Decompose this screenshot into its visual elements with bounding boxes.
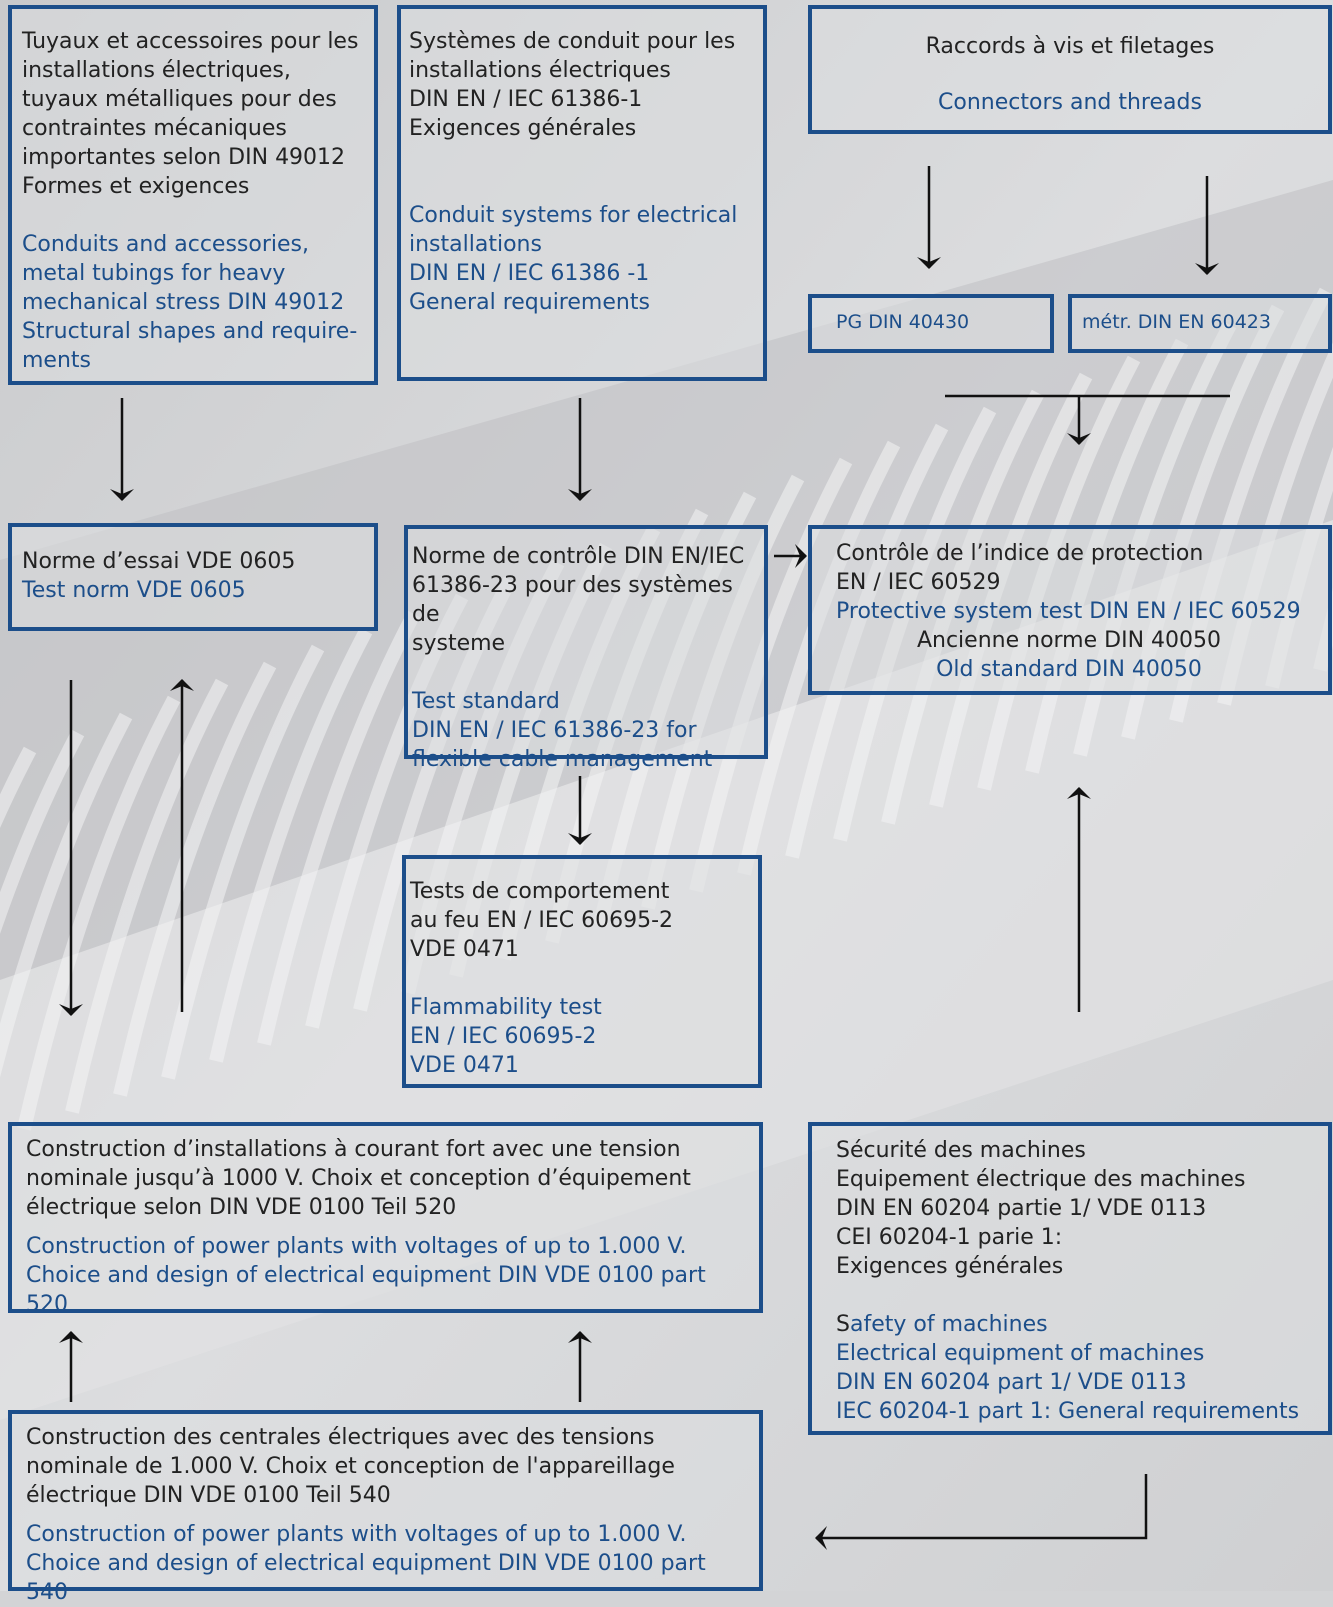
test-norm-english-text: Test norm VDE 0605 [22, 578, 246, 603]
box-tubes-din49012: Tuyaux et accessoires pour les installat… [8, 5, 378, 385]
box-power-plants-540: Construction des centrales électriques a… [8, 1410, 763, 1605]
power520-french-text: Construction d’installations à courant f… [26, 1137, 691, 1220]
test-standard-english-text: Test standard DIN EN / IEC 61386-23 for … [412, 689, 713, 772]
protection-old-english: Old standard DIN 40050 [936, 657, 1202, 682]
connectors-french-text: Raccords à vis et filetages [925, 34, 1215, 59]
box-metric-din60423: métr. DIN EN 60423 [1068, 294, 1332, 353]
test-standard-french-text: Norme de contrôle DIN EN/IEC 61386-23 po… [412, 544, 745, 656]
conduit-rib [257, 610, 421, 1046]
tubes-french-text: Tuyaux et accessoires pour les installat… [22, 29, 359, 199]
power540-english-text: Construction of power plants with voltag… [26, 1522, 706, 1605]
conduit-rib [0, 712, 133, 1078]
protection-french-text: Contrôle de l’indice de protection EN / … [836, 541, 1204, 595]
fire-english-text: Flammability test EN / IEC 60695-2 VDE 0… [410, 995, 602, 1078]
conduit-rib [0, 729, 85, 934]
box-test-standard-61386-23: Norme de contrôle DIN EN/IEC 61386-23 po… [404, 525, 768, 772]
conduit-rib [65, 678, 229, 1114]
fire-french-text: Tests de comportement au feu EN / IEC 60… [410, 879, 674, 962]
conduit-rib [0, 746, 37, 829]
power520-english-text: Construction of power plants with voltag… [26, 1234, 706, 1317]
arrow-machines-to-power540 [815, 1474, 1148, 1550]
tubes-english-text: Conduits and accessories, metal tubings … [22, 232, 358, 373]
box-protection-60529: Contrôle de l’indice de protection EN / … [808, 525, 1332, 695]
box-conduit-61386-1: Systèmes de conduit pour les installatio… [397, 5, 767, 381]
connectors-english-text: Connectors and threads [938, 90, 1202, 115]
box-power-plants-520: Construction d’installations à courant f… [8, 1122, 763, 1317]
conduit-english-text: Conduit systems for electrical installat… [409, 203, 738, 315]
machines-english-rest: afety of machines Electrical equipment o… [836, 1312, 1300, 1424]
conduit-rib [113, 661, 277, 1097]
metric-label: métr. DIN EN 60423 [1082, 311, 1271, 333]
conduit-rib [17, 695, 181, 1131]
conduit-rib [161, 644, 325, 1080]
test-norm-french-text: Norme d’essai VDE 0605 [22, 549, 296, 574]
conduit-french-text: Systèmes de conduit pour les installatio… [409, 29, 736, 141]
box-connectors-threads: Raccords à vis et filetages Connectors a… [808, 5, 1332, 134]
protection-english-text: Protective system test DIN EN / IEC 6052… [836, 599, 1301, 624]
protection-old-french: Ancienne norme DIN 40050 [916, 628, 1222, 653]
power540-french-text: Construction des centrales électriques a… [26, 1425, 675, 1508]
box-test-norm-vde0605: Norme d’essai VDE 0605 Test norm VDE 060… [8, 523, 378, 631]
conduit-rib [209, 627, 373, 1063]
box-fire-test-60695-2: Tests de comportement au feu EN / IEC 60… [402, 855, 762, 1088]
machines-english-first-letter: S [836, 1312, 850, 1337]
pg-label: PG DIN 40430 [836, 311, 970, 333]
box-pg-din40430: PG DIN 40430 [808, 294, 1054, 353]
box-machine-safety-60204: Sécurité des machines Equipement électri… [808, 1122, 1332, 1435]
machines-english-text: Safety of machines Electrical equipment … [836, 1310, 1328, 1426]
machines-french-text: Sécurité des machines Equipement électri… [836, 1138, 1246, 1279]
